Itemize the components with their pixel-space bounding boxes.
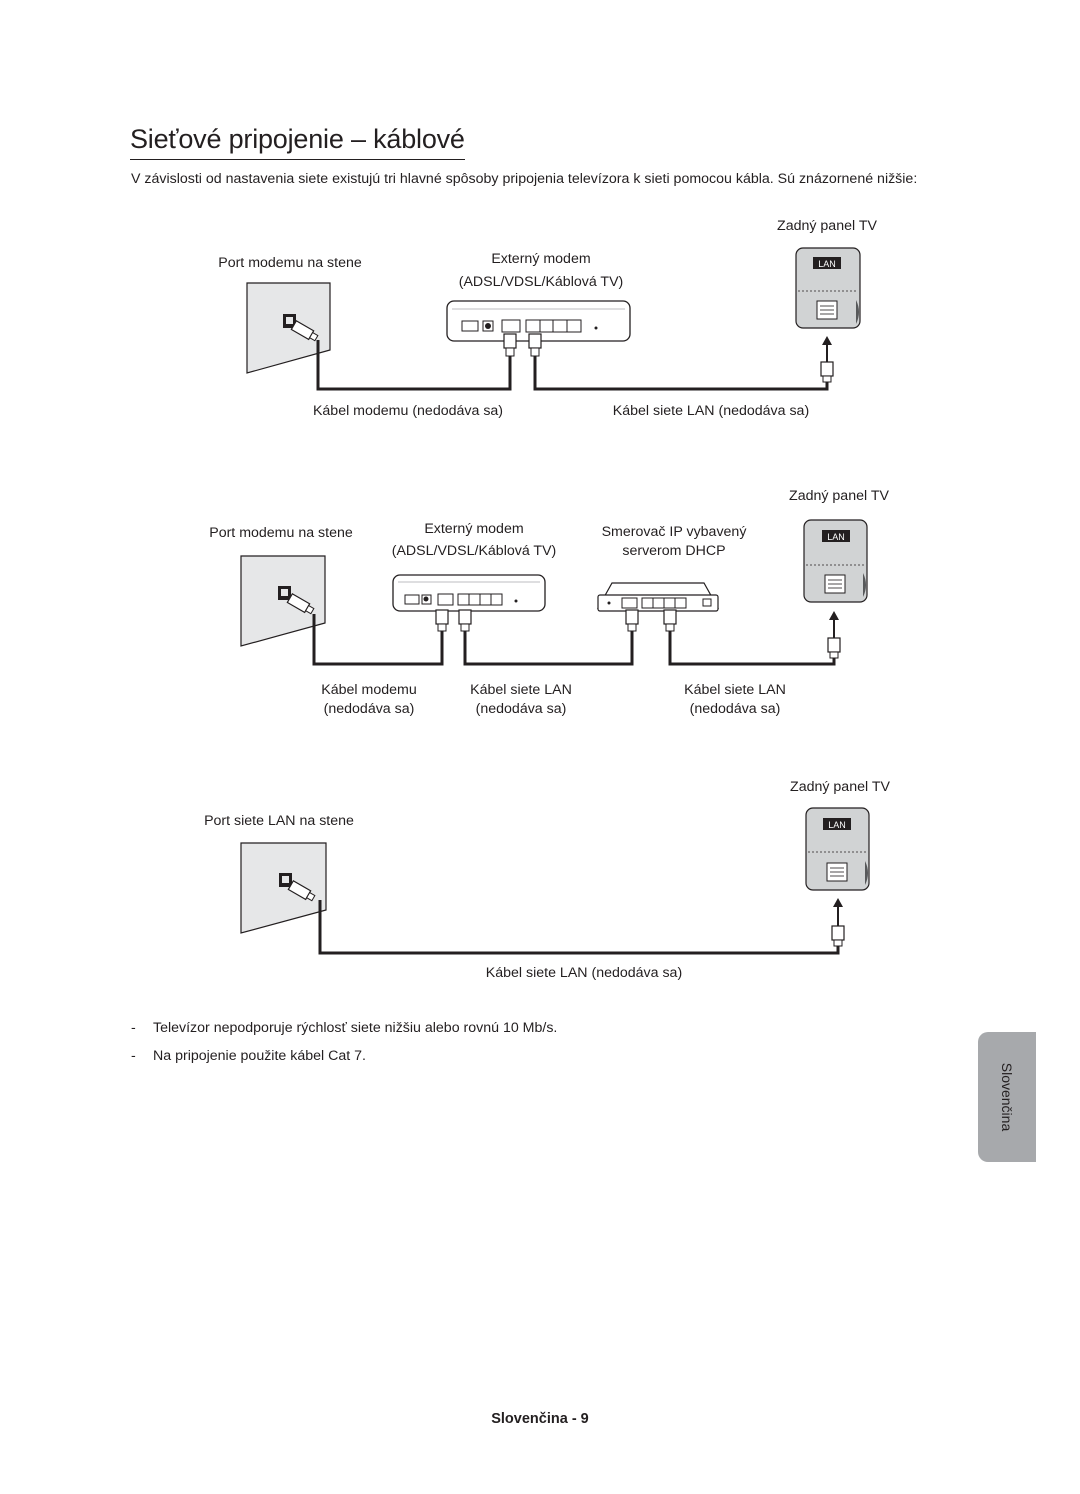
lan-cable-note: (nedodáva sa) [690, 701, 781, 717]
lan-badge: LAN [818, 259, 836, 269]
page-footer: Slovenčina - 9 [491, 1411, 589, 1427]
page-title: Sieťové pripojenie – káblové [130, 124, 465, 160]
modem-label: Externý modem [424, 521, 523, 537]
side-tab-label: Slovenčina [999, 1062, 1015, 1132]
intro-text: V závislosti od nastavenia siete existuj… [131, 171, 918, 187]
tv-back-panel: LAN [803, 519, 868, 603]
tv-panel-label: Zadný panel TV [790, 779, 890, 795]
lan-cable-label: Kábel siete LAN [470, 682, 572, 698]
rj45-plug [503, 333, 517, 357]
lan-cable-label: Kábel siete LAN (nedodáva sa) [613, 403, 809, 419]
lan-cable-label: Kábel siete LAN [684, 682, 786, 698]
wall-panel [240, 555, 326, 647]
wall-panel [240, 842, 327, 934]
note-item: - Televízor nepodporuje rýchlosť siete ni… [131, 1019, 557, 1047]
tv-back-panel: LAN [805, 807, 870, 891]
rj45-plug [435, 609, 449, 632]
arrow-up-icon [833, 898, 843, 926]
tv-panel-label: Zadný panel TV [777, 218, 877, 234]
rj45-plug [528, 333, 542, 357]
note-text: Televízor nepodporuje rýchlosť siete niž… [153, 1020, 558, 1036]
rj45-plug [831, 925, 845, 947]
lan-cable-line [463, 630, 634, 666]
rj45-plug [663, 609, 677, 632]
rj45-plug [458, 609, 472, 632]
router-device [596, 582, 720, 612]
arrow-up-icon [829, 611, 839, 638]
lan-cable-line [668, 630, 836, 666]
lan-cable-label: Kábel siete LAN (nedodáva sa) [486, 965, 682, 981]
diagram-direct-lan-connection: LAN Port siete LAN na stene Zadný panel … [204, 779, 890, 981]
lan-cable-note: (nedodáva sa) [476, 701, 567, 717]
router-label: Smerovač IP vybavený [602, 524, 748, 540]
notes-list: - Televízor nepodporuje rýchlosť siete ni… [131, 1019, 557, 1075]
diagram-router-connection: LAN Port modemu na stene Externý modem (… [209, 488, 889, 717]
note-bullet: - [131, 1048, 136, 1064]
note-bullet: - [131, 1020, 136, 1036]
lan-badge: LAN [827, 532, 845, 542]
language-side-tab: Slovenčina [978, 1032, 1036, 1162]
modem-cable-label: Kábel modemu [321, 682, 416, 698]
rj45-plug [827, 637, 841, 659]
modem-device [446, 300, 631, 342]
modem-cable-note: (nedodáva sa) [324, 701, 415, 717]
wall-port-label: Port siete LAN na stene [204, 813, 354, 829]
note-item: - Na pripojenie použite kábel Cat 7. [131, 1047, 557, 1075]
router-dhcp-label: serverom DHCP [622, 543, 725, 559]
lan-cable-line [533, 356, 829, 391]
wall-port-icon [279, 873, 316, 902]
tv-panel-label: Zadný panel TV [789, 488, 889, 504]
lan-badge: LAN [828, 820, 846, 830]
modem-type-label: (ADSL/VDSL/Káblová TV) [392, 543, 557, 559]
rj45-plug [820, 361, 834, 383]
wall-port-icon [278, 586, 315, 615]
modem-label: Externý modem [491, 251, 590, 267]
modem-cable-line [312, 614, 444, 666]
wall-port-label: Port modemu na stene [209, 525, 353, 541]
modem-cable-line [316, 340, 512, 391]
modem-type-label: (ADSL/VDSL/Káblová TV) [459, 274, 624, 290]
lan-cable-line [318, 900, 840, 955]
wall-port-label: Port modemu na stene [218, 255, 362, 271]
wall-port-icon [283, 314, 319, 342]
tv-back-panel: LAN [795, 247, 861, 329]
arrow-up-icon [822, 336, 832, 362]
rj45-plug [625, 609, 639, 632]
modem-cable-label: Kábel modemu (nedodáva sa) [313, 403, 503, 419]
note-text: Na pripojenie použite kábel Cat 7. [153, 1048, 366, 1064]
diagram-modem-connection: LAN Port modemu na stene Externý modem (… [218, 218, 877, 419]
modem-device [392, 574, 546, 612]
